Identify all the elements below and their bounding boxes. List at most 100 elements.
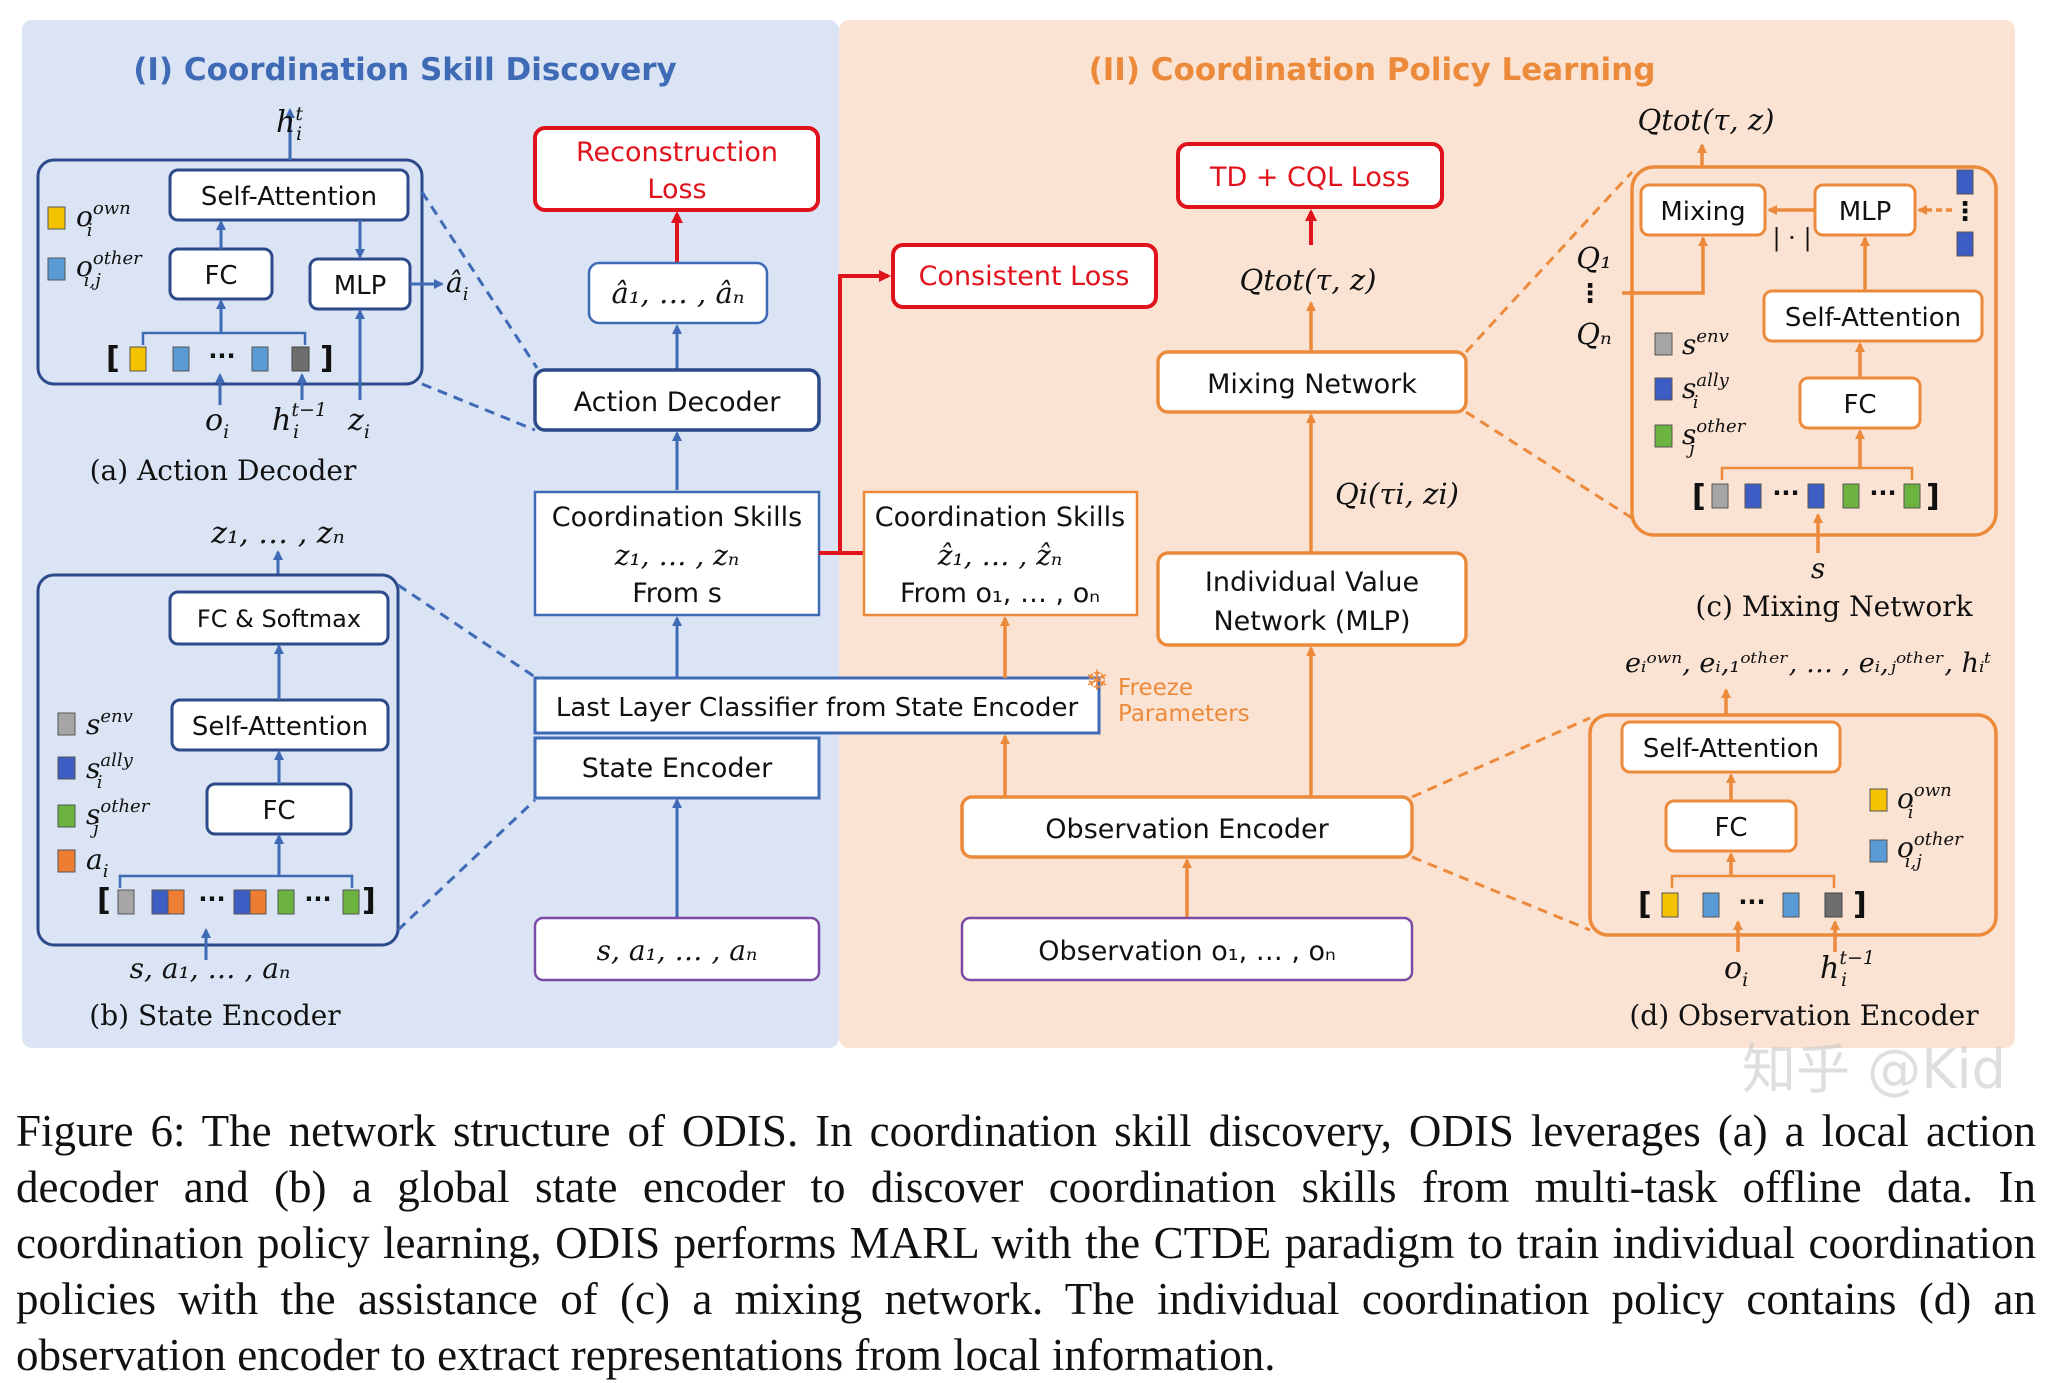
policy-learning-pipeline: TD + CQL Loss Qtot(τ, z) Mixing Network … (960, 142, 1468, 982)
qn-label: Qₙ (1576, 317, 1612, 351)
mixing-network-caption: (c) Mixing Network (1695, 590, 1973, 623)
se-ellipsis-2: ··· (304, 885, 331, 913)
mix-mlp-label: MLP (1839, 197, 1892, 227)
mixing-box (1639, 183, 1767, 237)
observation-input-label: Observation o₁, … , oₙ (1038, 936, 1336, 967)
mix-ellipsis-1: ··· (1772, 479, 1799, 507)
se-bracket-open: [ (97, 883, 111, 918)
consistent-loss-box (891, 243, 1158, 309)
state-encoder-caption: (b) State Encoder (89, 999, 341, 1032)
obs-bracket-close: ] (1853, 887, 1867, 922)
mix-self-attention-label: Self-Attention (1785, 303, 1961, 333)
coordination-skills-hat-vars: ẑ₁, … , ẑₙ (937, 539, 1063, 572)
last-layer-classifier-label: Last Layer Classifier from State Encoder (556, 693, 1079, 723)
ad-fc-label: FC (204, 261, 237, 291)
q-tot-top-label: Qtot(τ, z) (1638, 103, 1775, 137)
obs-bracket-open: [ (1638, 887, 1652, 922)
reconstruction-loss-line1: Reconstruction (576, 137, 778, 168)
mix-input-s: s (1811, 552, 1825, 585)
observation-encoder-caption: (d) Observation Encoder (1629, 999, 1979, 1032)
obs-self-attention-label: Self-Attention (1643, 734, 1819, 764)
ad-input-o: oi (205, 403, 229, 443)
mix-fc-label: FC (1843, 390, 1876, 420)
action-decoder-caption: (a) Action Decoder (90, 454, 357, 487)
skill-discovery-pipeline: Reconstruction Loss â₁, … , âₙ Action De… (533, 126, 1250, 982)
se-self-attention-label: Self-Attention (192, 712, 368, 742)
obs-output-label: eᵢᵒʷⁿ, eᵢ,₁ᵒᵗʰᵉʳ, … , eᵢ,ⱼᵒᵗʰᵉʳ, hᵢᵗ (1625, 648, 1991, 679)
individual-value-line1: Individual Value (1205, 567, 1419, 598)
mixing-network-label: Mixing Network (1207, 369, 1417, 400)
reconstruction-loss-line2: Loss (647, 174, 706, 205)
individual-value-line2: Network (MLP) (1213, 606, 1410, 637)
o-other-swatch (47, 257, 66, 281)
abs-label: | · | (1772, 224, 1811, 253)
se-ellipsis-1: ··· (198, 885, 225, 913)
state-encoder-detail: z₁, … , zₙ FC & Softmax Self-Attention F… (36, 516, 400, 1032)
td-cql-loss-box (1176, 142, 1444, 209)
action-decoder-frame (36, 158, 424, 386)
coordination-skills-vars: z₁, … , zₙ (614, 539, 740, 572)
obs-ellipsis: ··· (1738, 888, 1765, 916)
observation-input-box (960, 916, 1414, 982)
ad-a-hat-output: âi (446, 266, 468, 305)
ad-self-attention-label: Self-Attention (201, 182, 377, 212)
freeze-label-line1: Freeze (1118, 675, 1193, 701)
td-cql-loss-label: TD + CQL Loss (1209, 162, 1410, 193)
left-panel-title: (I) Coordination Skill Discovery (133, 52, 677, 88)
mixing-detail-frame (1630, 165, 1998, 537)
obs-detail-frame (1588, 713, 1998, 937)
ad-bracket-open: [ (106, 341, 120, 376)
observation-encoder-detail: eᵢᵒʷⁿ, eᵢ,₁ᵒᵗʰᵉʳ, … , eᵢ,ⱼᵒᵗʰᵉʳ, hᵢᵗ Sel… (1588, 648, 1998, 1032)
mix-s-env-label: senv (1682, 326, 1729, 361)
figure-caption: Figure 6: The network structure of ODIS.… (16, 1106, 2036, 1380)
se-s-env-label: senv (86, 706, 133, 741)
coordination-skills-hat-from: From o₁, … , oₙ (900, 578, 1100, 609)
q-tot-label: Qtot(τ, z) (1240, 263, 1377, 297)
observation-encoder-label: Observation Encoder (1045, 814, 1329, 845)
state-action-input-label: s, a₁, … , aₙ (597, 934, 758, 967)
se-a-label: ai (86, 843, 108, 882)
se-output: z₁, … , zₙ (210, 516, 344, 551)
mlp-vdots: ⋮ (1952, 197, 1978, 227)
individual-value-network-box (1156, 551, 1468, 647)
state-encoder-label: State Encoder (582, 753, 773, 784)
odis-network-diagram: (I) Coordination Skill Discovery (II) Co… (22, 20, 2015, 1100)
action-decoder-box (533, 368, 821, 432)
mixing-network-detail: Qtot(τ, z) Mixing MLP | · | ⋮ Q₁ ⋮ Qₙ Se… (1576, 103, 1998, 623)
q-i-label: Qi(τi, zi) (1335, 477, 1459, 511)
right-panel-title: (II) Coordination Policy Learning (1089, 52, 1656, 88)
state-encoder-box (533, 736, 821, 800)
coordination-skills-hat-box (862, 490, 1139, 617)
mix-ellipsis-2: ··· (1869, 479, 1896, 507)
freeze-label-line2: Parameters (1118, 701, 1250, 727)
consistent-loss-label: Consistent Loss (919, 261, 1130, 292)
action-decoder-label: Action Decoder (574, 387, 782, 418)
se-fc-label: FC (262, 796, 295, 826)
watermark: 知乎 @Kid (1742, 1038, 2006, 1100)
observation-encoder-box (960, 795, 1414, 859)
a-hat-output-label: â₁, … , âₙ (611, 276, 744, 310)
obs-input-o: oi (1724, 951, 1748, 991)
mix-bracket-open: [ (1692, 479, 1706, 514)
se-input: s, a₁, … , aₙ (130, 952, 291, 985)
freeze-icon: ❄ (1085, 664, 1108, 697)
state-encoder-frame (36, 573, 400, 947)
obs-self-attention-box (1620, 720, 1842, 774)
last-layer-classifier-box (533, 676, 1101, 735)
ad-mlp-label: MLP (334, 271, 387, 301)
mixing-network-box (1156, 350, 1468, 414)
ad-self-attention-box (168, 168, 410, 222)
coordination-skills-box (533, 490, 821, 617)
q-vdots: ⋮ (1577, 279, 1603, 309)
mixing-label: Mixing (1660, 197, 1745, 227)
ad-bracket-close: ] (320, 341, 334, 376)
state-action-input-box (533, 916, 821, 982)
